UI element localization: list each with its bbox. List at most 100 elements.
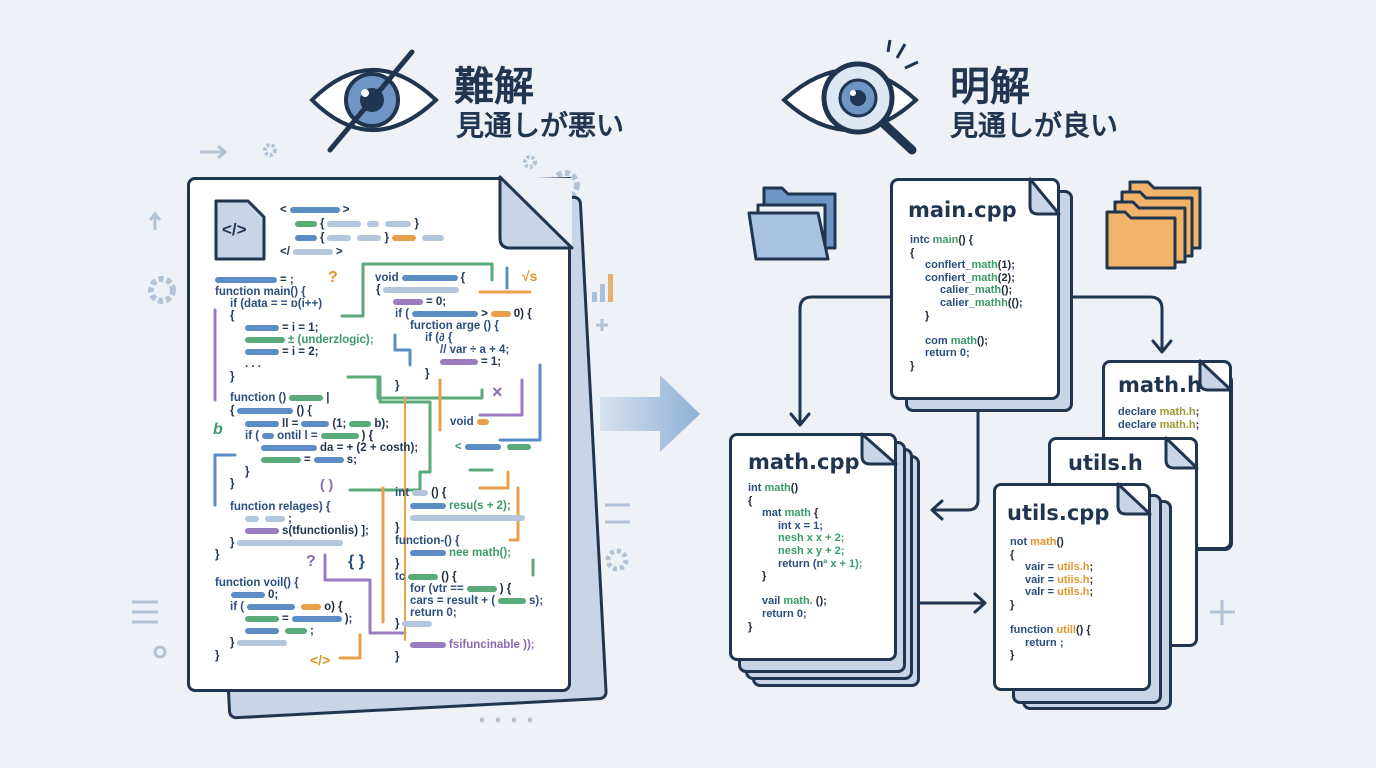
code-token: math (784, 507, 811, 520)
utils-cpp-file (993, 483, 1151, 691)
code-line: ; (242, 625, 314, 637)
file-code: declare math.h;declare math.h; (1118, 406, 1199, 431)
code-line: return ; (1010, 637, 1093, 650)
code-line: } (395, 651, 400, 663)
code-token: intc (910, 234, 933, 246)
plus-icon (596, 319, 608, 331)
code-line: vail math. (); (748, 595, 862, 608)
code-token: confiert_ (925, 271, 972, 284)
code-token: math (974, 284, 1002, 297)
code-line: calier_math(); (910, 284, 1023, 297)
code-line: vair = utils.h; (1010, 561, 1093, 574)
cross-symbol: × (492, 382, 503, 402)
arrow-main-to-math-cpp-lower (930, 398, 980, 521)
code-token: { (910, 246, 915, 259)
parens-symbol: ( ) (320, 476, 334, 492)
code-line: } (215, 549, 220, 561)
connector-line (393, 333, 412, 367)
code-token: return 0; (925, 347, 970, 360)
code-token: math (971, 259, 998, 272)
left-heading-subtitle: 見通しが悪い (456, 109, 625, 142)
code-token: return ; (1025, 636, 1064, 649)
file-title: math.h (1118, 373, 1202, 397)
code-line: {() { (230, 405, 312, 417)
code-line: } (230, 537, 346, 549)
connector-line (346, 375, 432, 492)
code-token: int x = 1; (778, 519, 823, 532)
code-line: function relages) { (230, 501, 331, 513)
gear-icon (523, 155, 537, 169)
code-line: } (245, 466, 250, 478)
code-line: fsifuncinable )); (407, 639, 535, 651)
connector-line (508, 486, 520, 542)
code-line: return 0; (410, 607, 457, 619)
code-line: { (1010, 549, 1093, 562)
code-token: mathh (974, 296, 1008, 309)
code-line: confiert_math(2); (910, 272, 1023, 285)
code-line: function ()| (230, 392, 330, 404)
code-token: int (748, 482, 765, 494)
arrow-main-to-math-cpp (789, 295, 892, 427)
connector-line (478, 470, 510, 490)
code-line: } (910, 360, 1023, 373)
code-line: return 0; (748, 608, 862, 621)
code-line: conflert_math(1); (910, 259, 1023, 272)
question-mark-symbol: ? (328, 269, 338, 286)
code-token: ((); (1007, 296, 1023, 309)
code-line: nee math(); (407, 547, 511, 559)
code-line: com math(); (910, 335, 1023, 348)
connector-line (478, 378, 524, 417)
code-token: } (910, 359, 915, 372)
code-line: = i = 1; (242, 322, 318, 334)
code-token: } (925, 309, 930, 322)
chart-bars-icon (592, 274, 613, 302)
code-token: () { (1076, 624, 1091, 637)
code-line: calier_mathh((); (910, 297, 1023, 310)
code-line: void (450, 416, 492, 428)
connector-line (340, 262, 494, 318)
code-token: mat (762, 507, 785, 520)
file-code-icon (214, 199, 266, 261)
code-line: tc() { (395, 571, 457, 583)
code-token: math (764, 482, 791, 494)
code-line: int math() (748, 482, 862, 495)
code-token: () (790, 482, 799, 494)
arrow-up-icon (148, 211, 162, 230)
code-line: { (748, 495, 862, 508)
file-title: math.cpp (748, 450, 860, 474)
code-line: vair = utiis.h; (1010, 574, 1093, 587)
code-line: ± (underzlogic); (242, 334, 374, 346)
code-line: } (425, 368, 430, 380)
code-line: 0; (228, 589, 278, 601)
code-line: {} (292, 232, 447, 244)
file-code-glyph: </> (222, 220, 247, 239)
code-line: nesh x y + 2; (748, 545, 862, 558)
code-line: void{ (375, 272, 466, 284)
file-title: main.cpp (908, 198, 1017, 222)
code-line (407, 512, 528, 524)
gear-icon (263, 143, 277, 157)
code-line: } (395, 618, 435, 630)
code-token: declare (1118, 418, 1160, 431)
code-line: nesh x x + 2; (748, 532, 862, 545)
pagination-dots (479, 717, 533, 723)
code-line: { (910, 247, 1023, 260)
page-fold (1198, 359, 1233, 392)
code-token: utils.h (1057, 561, 1090, 574)
code-token: math (950, 334, 977, 347)
braces-symbol: { } (348, 553, 365, 570)
code-line: <> (280, 204, 350, 216)
right-heading-title: 明解 (950, 64, 1030, 110)
slider-icon (605, 503, 630, 524)
code-token: math (971, 271, 998, 284)
connector-line (376, 377, 484, 400)
code-token: } (748, 620, 753, 633)
code-token: utils.h (1057, 586, 1090, 599)
code-line: } (1010, 599, 1093, 612)
file-code: not math(){vair = utils.h;vair = utiis.h… (1010, 536, 1093, 662)
code-line: return (nª x + 1); (748, 558, 862, 571)
code-line: = i = 2; (242, 346, 318, 358)
